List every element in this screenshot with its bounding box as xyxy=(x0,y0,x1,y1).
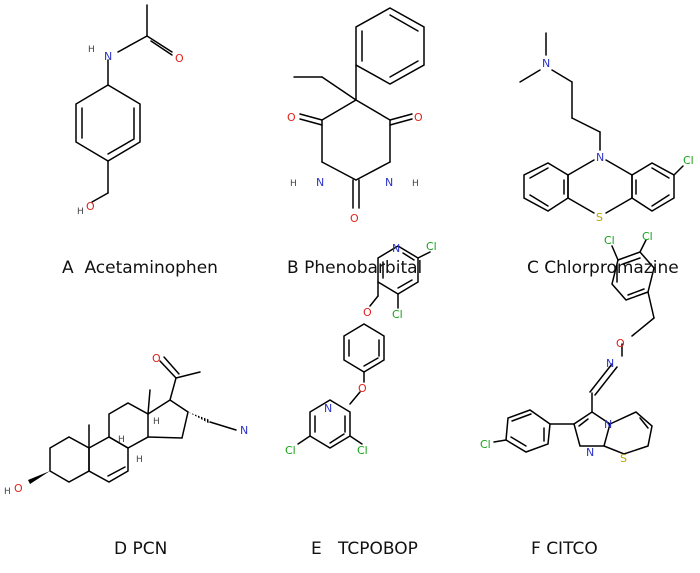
caption-e: E TCPOBOP xyxy=(311,539,418,559)
atom-o: O xyxy=(350,212,359,225)
structure-phenobarbital: O O O N N H H xyxy=(287,7,425,225)
atom-cl: Cl xyxy=(642,230,653,243)
caption-d: D PCN xyxy=(114,539,167,559)
atom-o: O xyxy=(616,337,625,350)
atom-o: O xyxy=(414,111,423,124)
atom-n: N xyxy=(606,357,614,370)
atom-o: O xyxy=(287,111,296,124)
structure-citco: Cl Cl O N N N S Cl xyxy=(480,230,655,465)
caption-c: C Chlorpromazine xyxy=(527,258,679,278)
caption-letter: E xyxy=(311,539,322,559)
atom-o: O xyxy=(358,382,367,395)
atom-h: H xyxy=(136,455,143,465)
atom-h: H xyxy=(153,417,160,427)
structure-chlorpromazine: N N S Cl xyxy=(519,32,694,224)
atom-cl: Cl xyxy=(392,308,403,321)
atom-h: H xyxy=(290,179,297,189)
caption-letter: A xyxy=(62,258,74,278)
caption-name: CITCO xyxy=(546,539,598,559)
caption-name: Phenobarbital xyxy=(304,258,423,278)
structure-acetaminophen: N H O O H xyxy=(75,4,184,217)
atom-cl: Cl xyxy=(683,154,694,167)
structure-tcpobop: N Cl Cl O O N Cl Cl xyxy=(285,240,437,457)
caption-a: A Acetaminophen xyxy=(62,258,218,278)
caption-f: F CITCO xyxy=(531,539,598,559)
atom-n: N xyxy=(596,151,604,164)
atom-cl: Cl xyxy=(285,444,296,457)
atom-o: O xyxy=(363,306,372,319)
atom-h: H xyxy=(412,179,419,189)
atom-o: O xyxy=(152,352,161,365)
atom-cl: Cl xyxy=(604,234,615,247)
atom-n: N xyxy=(240,424,248,437)
atom-n: N xyxy=(385,176,393,189)
caption-name: Acetaminophen xyxy=(84,258,218,278)
atom-cl: Cl xyxy=(426,240,437,253)
atom-h: H xyxy=(118,435,125,445)
atom-cl: Cl xyxy=(480,438,491,451)
caption-b: B Phenobarbital xyxy=(287,258,422,278)
caption-letter: F xyxy=(531,539,541,559)
atom-n: N xyxy=(324,402,332,415)
caption-letter: B xyxy=(287,258,299,278)
caption-name: PCN xyxy=(132,539,168,559)
atom-n: N xyxy=(542,57,550,70)
atom-o: O xyxy=(175,52,184,65)
structure-pcn: O N O H H H H xyxy=(4,352,248,497)
atom-s: S xyxy=(596,211,603,224)
atom-n: N xyxy=(392,242,400,255)
atom-h: H xyxy=(4,487,11,497)
caption-letter: D xyxy=(114,539,128,559)
atom-o: O xyxy=(14,482,23,495)
atom-n: N xyxy=(586,446,594,459)
atom-n: N xyxy=(604,418,612,431)
atom-n: N xyxy=(316,176,324,189)
atom-cl: Cl xyxy=(357,444,368,457)
caption-name: TCPOBOP xyxy=(337,539,418,559)
caption-letter: C xyxy=(527,258,539,278)
atom-o: O xyxy=(86,200,95,213)
atom-s: S xyxy=(620,452,627,465)
atom-h: H xyxy=(88,45,95,55)
atom-n: N xyxy=(104,50,112,63)
caption-name: Chlorpromazine xyxy=(544,258,679,278)
atom-h: H xyxy=(77,207,84,217)
